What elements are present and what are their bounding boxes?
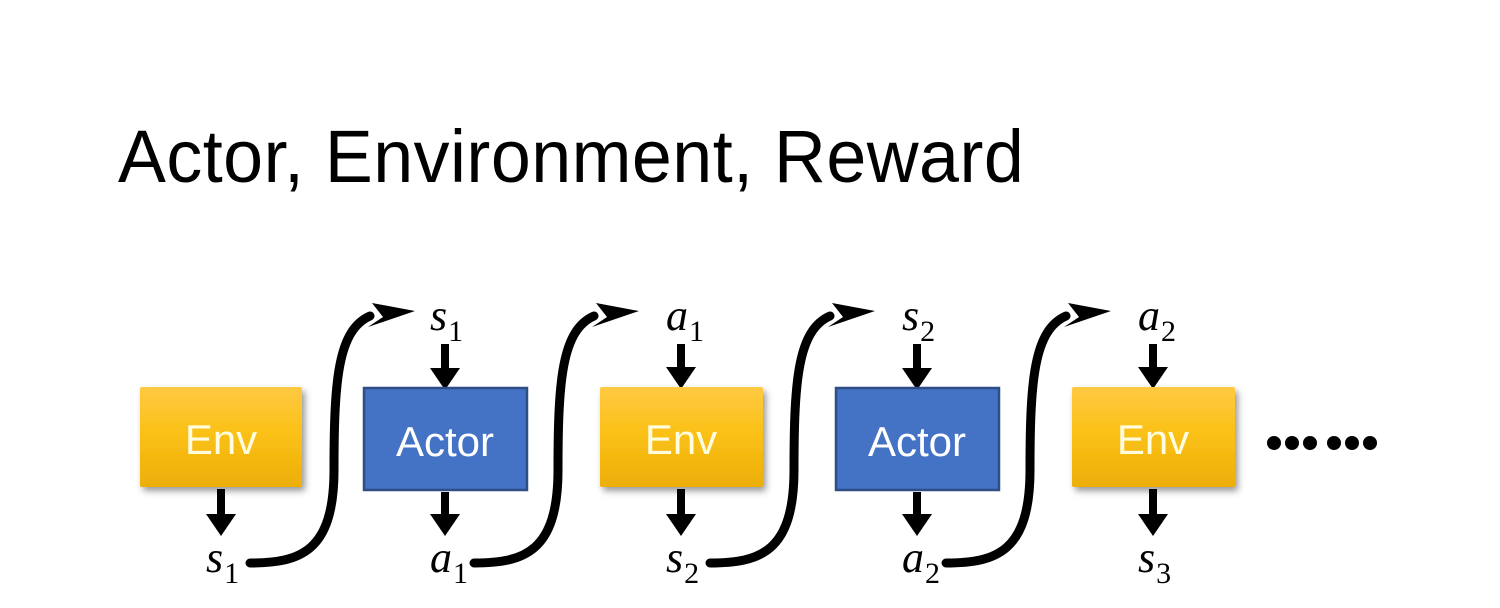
top-label-a2-var: a (1138, 291, 1160, 340)
flow-arrowhead-s1 (368, 303, 415, 327)
top-label-s2-sub: 2 (920, 315, 935, 348)
arrow-into-actor2 (902, 344, 932, 390)
ellipsis-dot (1285, 436, 1299, 450)
flow-arrowhead-s2 (828, 303, 875, 327)
bottom-label-s3-sub: 3 (1156, 557, 1171, 590)
arrow-out-actor1 (430, 492, 460, 536)
top-label-s2-var: s (902, 291, 919, 340)
bottom-label-a1-var: a (430, 533, 452, 582)
env1-label: Env (185, 416, 257, 463)
ellipsis-dot (1267, 436, 1281, 450)
down-arrows-out-of-nodes (206, 489, 1168, 536)
top-label-a2-sub: 2 (1161, 315, 1176, 348)
flow-curve-group (245, 303, 1111, 568)
bottom-label-a2-sub: 2 (925, 557, 940, 590)
bottom-label-a2-var: a (902, 533, 924, 582)
env3-box[interactable] (1072, 387, 1235, 487)
arrow-into-actor1 (430, 344, 460, 390)
top-label-s1-sub: 1 (448, 315, 463, 348)
bottom-label-a1: a1 (430, 533, 468, 590)
bottom-label-s1: s1 (206, 533, 239, 590)
bottom-label-group: s1 a1 s2 a2 s3 (206, 533, 1171, 590)
flow-curve-s2 (705, 311, 835, 568)
arrow-into-env2 (666, 344, 696, 389)
bottom-label-s2-sub: 2 (684, 557, 699, 590)
arrow-out-env1 (206, 489, 236, 536)
actor1-label: Actor (396, 418, 494, 465)
flow-arrowhead-a1 (592, 303, 639, 327)
top-label-a1: a1 (666, 291, 704, 348)
arrow-out-env3 (1138, 489, 1168, 536)
bottom-label-s3-var: s (1138, 533, 1155, 582)
ellipsis-dot (1345, 436, 1359, 450)
top-label-a1-sub: 1 (689, 315, 704, 348)
flow-curve-s1 (245, 311, 375, 568)
bottom-label-a1-sub: 1 (453, 557, 468, 590)
top-label-s2: s2 (902, 291, 935, 348)
ellipsis-dot (1363, 436, 1377, 450)
arrow-out-actor2 (902, 492, 932, 536)
bottom-label-s2-var: s (666, 533, 683, 582)
bottom-label-s3: s3 (1138, 533, 1171, 590)
node-env1[interactable]: Env (140, 387, 302, 487)
actor1-box[interactable] (362, 386, 529, 492)
down-arrows-into-nodes (430, 344, 1168, 390)
bottom-label-s1-var: s (206, 533, 223, 582)
top-label-a2: a2 (1138, 291, 1176, 348)
env2-box[interactable] (600, 387, 763, 487)
node-actor1[interactable]: Actor (362, 386, 529, 492)
env1-box[interactable] (140, 387, 302, 487)
arrow-out-env2 (666, 489, 696, 536)
top-label-a1-var: a (666, 291, 688, 340)
arrow-into-env3 (1138, 344, 1168, 389)
bottom-label-a2: a2 (902, 533, 940, 590)
env2-label: Env (645, 416, 717, 463)
flow-arrowhead-a2 (1064, 303, 1111, 327)
page-title: Actor, Environment, Reward (118, 115, 1025, 198)
node-env3[interactable]: Env (1072, 387, 1235, 487)
actor2-label: Actor (868, 418, 966, 465)
env3-label: Env (1117, 416, 1189, 463)
continuation-ellipsis (1267, 436, 1377, 450)
top-label-s1-var: s (430, 291, 447, 340)
bottom-label-s2: s2 (666, 533, 699, 590)
node-env2[interactable]: Env (600, 387, 763, 487)
top-label-s1: s1 (430, 291, 463, 348)
top-label-group: s1 a1 s2 a2 (430, 291, 1176, 348)
ellipsis-dot (1327, 436, 1341, 450)
actor2-box[interactable] (834, 386, 1001, 492)
ellipsis-dot (1303, 436, 1317, 450)
flow-curve-a2 (941, 311, 1071, 568)
flow-curve-a1 (469, 311, 599, 568)
node-actor2[interactable]: Actor (834, 386, 1001, 492)
bottom-label-s1-sub: 1 (224, 557, 239, 590)
